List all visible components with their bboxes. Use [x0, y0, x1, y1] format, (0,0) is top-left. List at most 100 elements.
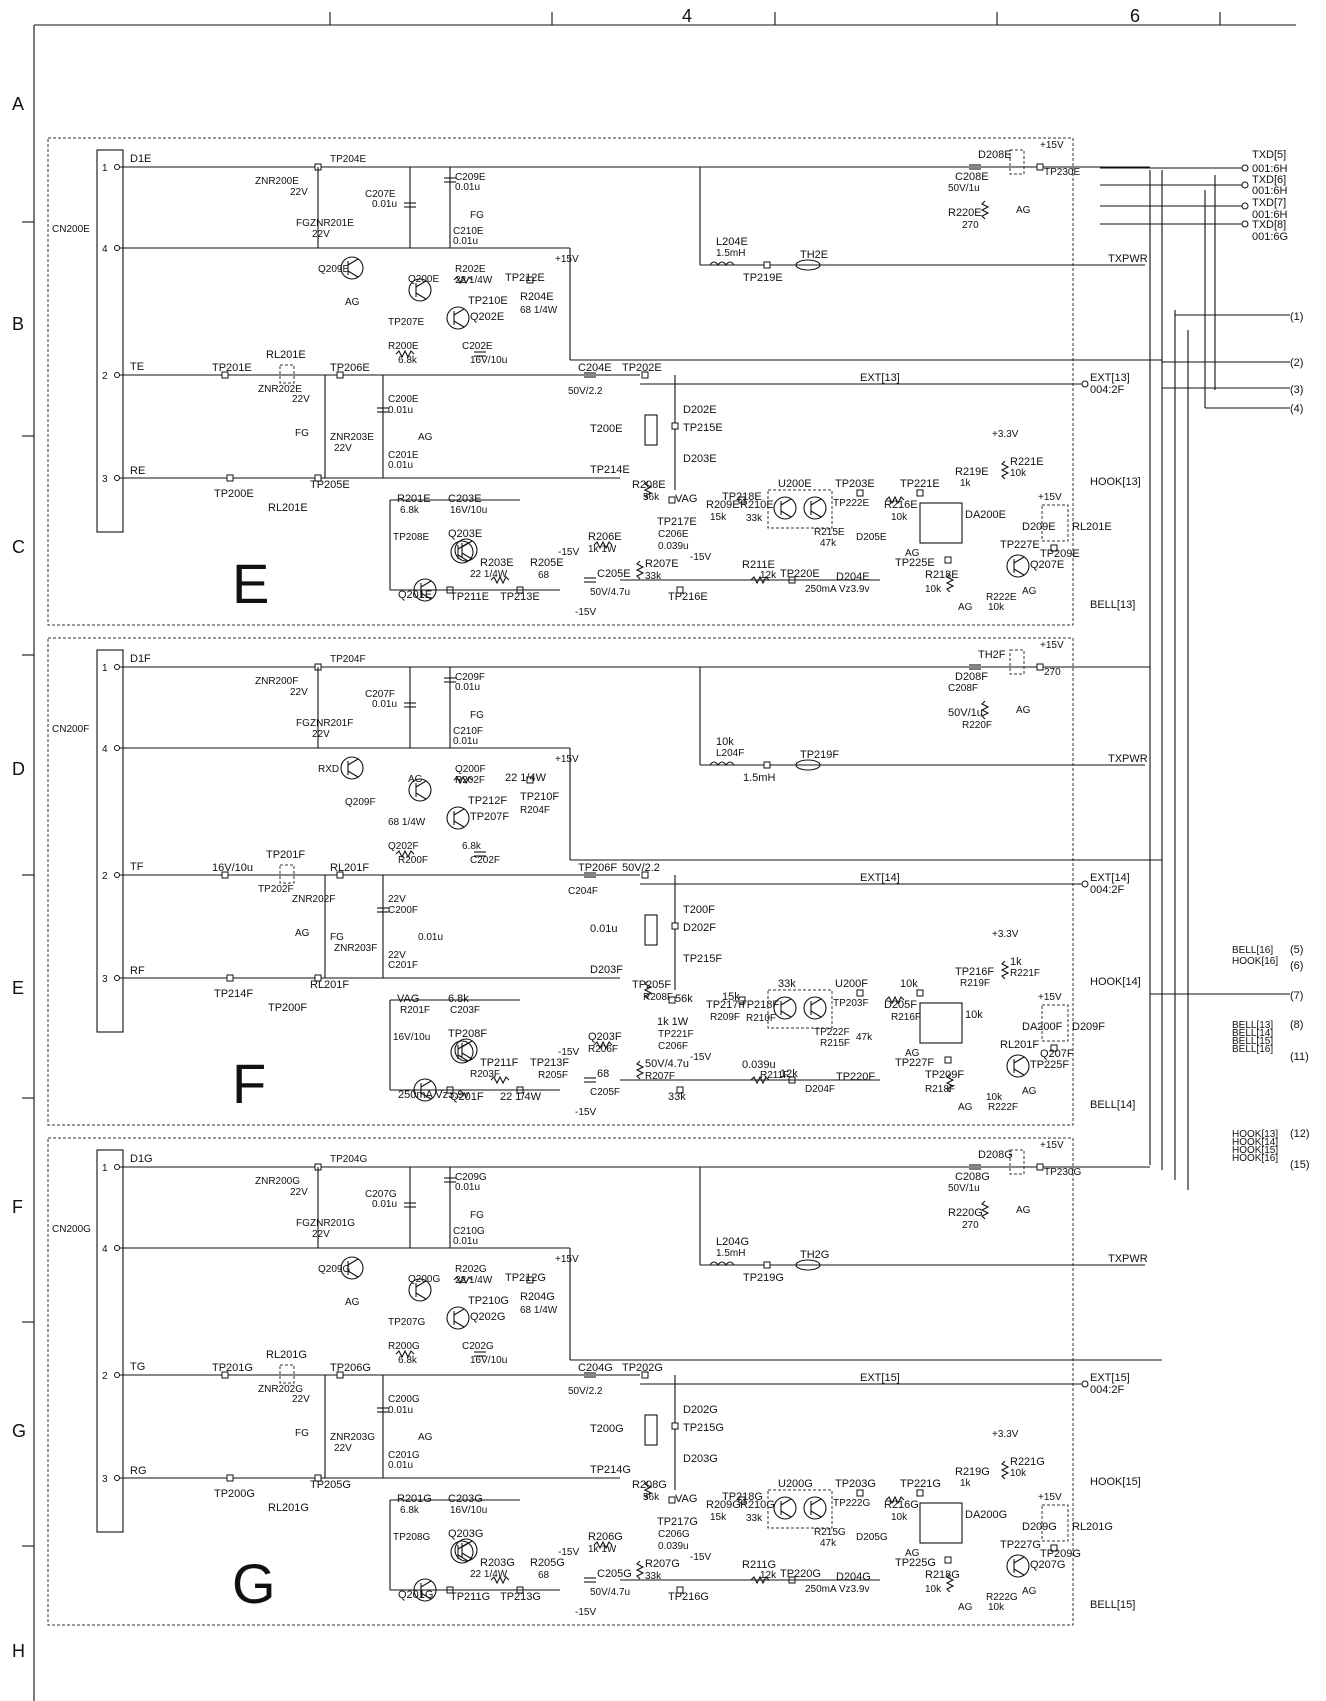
component-label: 68 1/4W — [388, 817, 426, 828]
test-point — [738, 1496, 746, 1504]
resistor-symbol — [593, 1040, 613, 1050]
component-label: T200E — [590, 423, 622, 435]
component-label: D202E — [683, 404, 717, 416]
net-ref: 004:2F — [1090, 384, 1125, 396]
bus-number: (12) — [1290, 1128, 1310, 1140]
component-label: TP215F — [683, 953, 722, 965]
component-label: D202F — [683, 922, 716, 934]
component-label: 16V/10u — [470, 1355, 507, 1366]
test-point — [526, 276, 534, 284]
test-point — [671, 1422, 679, 1430]
component-label: R209F — [710, 1012, 740, 1023]
test-point — [668, 1496, 676, 1504]
component-label: R202F — [455, 775, 485, 786]
test-point — [221, 1371, 229, 1379]
component-label: +15V — [555, 754, 579, 765]
pin-terminal — [114, 872, 120, 878]
component-label: 68 — [597, 1068, 609, 1080]
net-label: BELL[15] — [1090, 1599, 1135, 1611]
component-label: D203G — [683, 1453, 718, 1465]
component-label: +15V — [1040, 1140, 1064, 1151]
component-label: 0.01u — [418, 932, 443, 943]
component-label: D205F — [884, 999, 917, 1011]
component-label: 10k — [900, 978, 918, 990]
component-label: R219G — [955, 1466, 990, 1478]
component-label: D204E — [836, 571, 870, 583]
component-label: R209G — [706, 1499, 741, 1511]
component-label: -15V — [690, 1552, 711, 1563]
component-label: 33k — [746, 1513, 763, 1524]
bus-label: BELL[16] — [1232, 945, 1273, 956]
component-label: 0.01u — [455, 682, 480, 693]
component-label: R218G — [925, 1569, 960, 1581]
bus-labels: BELL[16] HOOK[16] BELL[13] BELL[14] BELL… — [1232, 945, 1278, 1164]
diode-array-symbol — [919, 502, 963, 544]
component-label: 22 1/4W — [455, 275, 493, 286]
component-label: 50V/2.2 — [568, 1386, 603, 1397]
component-label: +15V — [1038, 492, 1062, 503]
component-label: TP201G — [212, 1362, 253, 1374]
component-label: ZNR200E — [255, 176, 299, 187]
component-label: Q200E — [408, 274, 439, 285]
component-label: -15V — [575, 607, 596, 618]
grid-row-label: E — [12, 978, 24, 998]
resistor-symbol — [980, 1200, 990, 1220]
bus-number: (2) — [1290, 357, 1303, 369]
component-label: 0.039u — [658, 1541, 689, 1552]
component-label: TP202F — [258, 884, 294, 895]
component-label: D208F — [955, 671, 988, 683]
component-label: TP206G — [330, 1362, 371, 1374]
component-label: D208G — [978, 1149, 1013, 1161]
pin-terminal — [114, 372, 120, 378]
component-label: D209F — [1072, 1021, 1105, 1033]
component-label: 68 — [538, 570, 550, 581]
component-label: Q202E — [470, 311, 504, 323]
component-label: FG — [296, 1218, 310, 1229]
component-label: 12k — [780, 1068, 798, 1080]
txd-net-label: TXD[8] — [1252, 219, 1286, 231]
component-label: Q203E — [448, 528, 482, 540]
component-label: R201E — [397, 493, 431, 505]
pin-terminal — [114, 245, 120, 251]
component-label: AG — [1016, 205, 1031, 216]
component-label: TP221F — [658, 1029, 694, 1040]
component-label: TP214G — [590, 1464, 631, 1476]
section-letter: F — [232, 1052, 266, 1115]
test-point — [526, 776, 534, 784]
bus-label: BELL[15] — [1232, 1036, 1273, 1047]
component-label: 10k — [1010, 1468, 1027, 1479]
component-label: TP218F — [740, 999, 779, 1011]
component-label: FG — [470, 710, 484, 721]
component-label: TP206F — [578, 862, 617, 874]
resistor-symbol — [945, 1073, 955, 1093]
component-label: C210E — [453, 226, 484, 237]
bus-label: HOOK[16] — [1232, 956, 1278, 967]
component-label: TP217E — [657, 516, 697, 528]
component-label: C210G — [453, 1226, 485, 1237]
component-label: 0.01u — [372, 1199, 397, 1210]
component-label: TP220E — [780, 568, 820, 580]
component-label: TP214E — [590, 464, 630, 476]
section-boundary — [47, 1137, 1074, 1626]
component-label: 1k — [960, 1478, 972, 1489]
component-label: TP211E — [450, 591, 489, 603]
component-label: 10k — [891, 512, 908, 523]
test-point — [641, 871, 649, 879]
component-label: 1.5mH — [716, 248, 745, 259]
component-label: C209G — [455, 1172, 487, 1183]
component-label: TP222E — [833, 498, 869, 509]
component-label: R211E — [742, 559, 775, 571]
component-label: RL201E — [268, 502, 308, 514]
resistor-symbol — [885, 495, 905, 505]
component-label: C204E — [578, 362, 612, 374]
component-label: R220E — [948, 207, 982, 219]
pin-terminal — [114, 975, 120, 981]
component-label: 33k — [746, 513, 763, 524]
component-label: TP213F — [530, 1057, 569, 1069]
bus-number: (11) — [1290, 1051, 1309, 1063]
component-label: TP209F — [925, 1069, 964, 1081]
component-label: ZNR201E — [310, 218, 354, 229]
component-label: D209G — [1022, 1521, 1057, 1533]
inductor-symbol — [709, 1261, 735, 1266]
test-point — [856, 1489, 864, 1497]
